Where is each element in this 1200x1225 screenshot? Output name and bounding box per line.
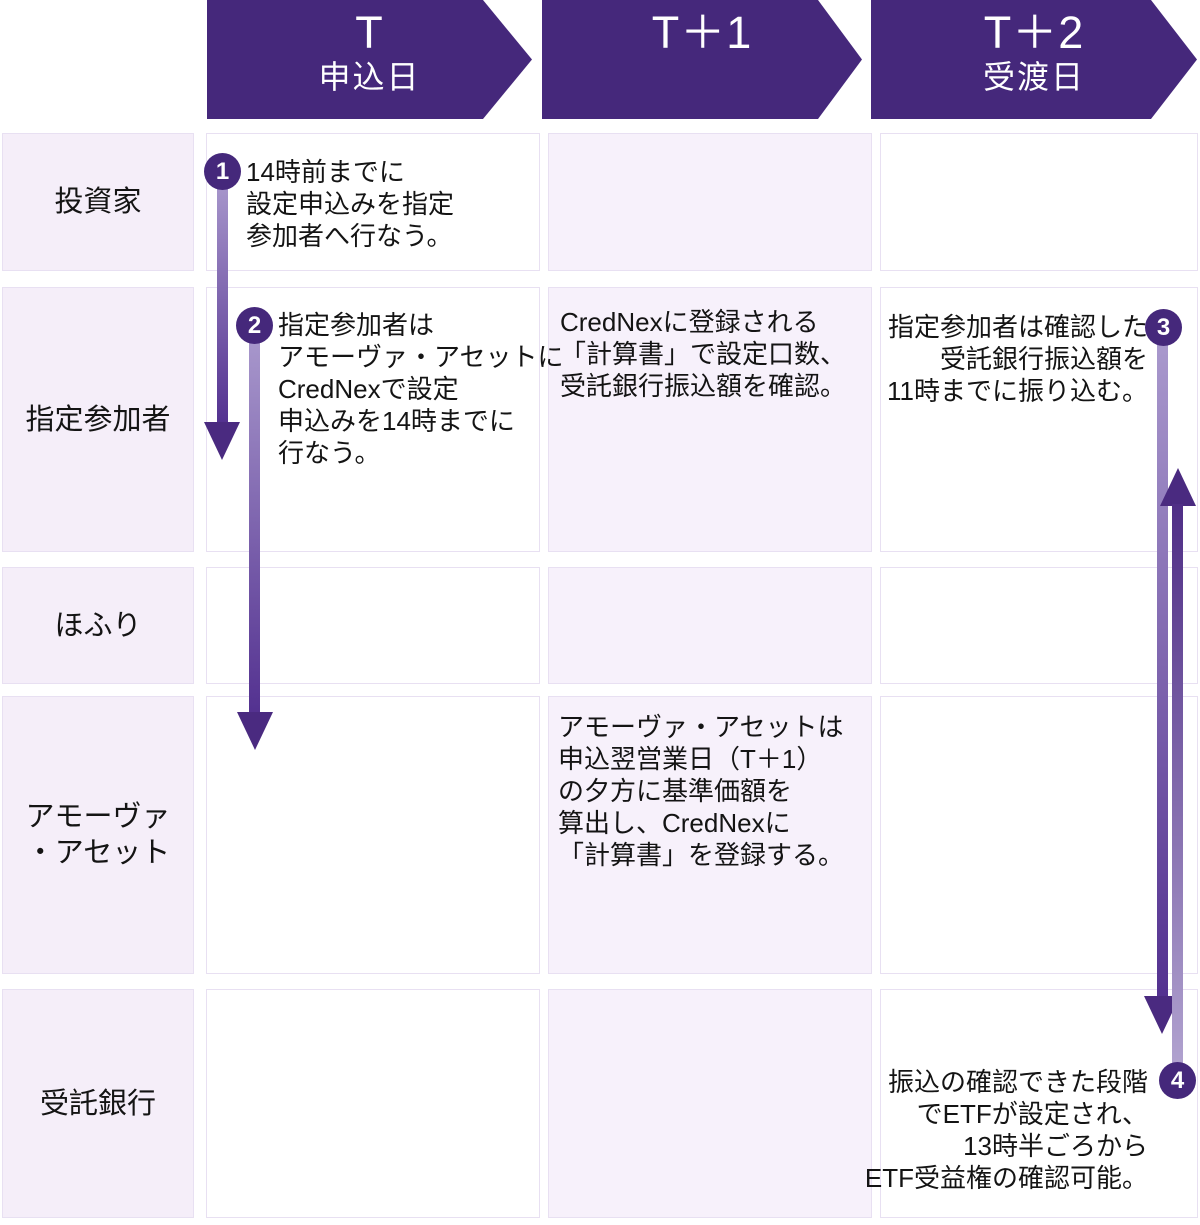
cell-investor-t2 bbox=[880, 133, 1198, 271]
cell-jasdec-t1 bbox=[548, 567, 872, 684]
banner-t1-title: T＋1 bbox=[651, 7, 753, 58]
actor-label-jasdec: ほふり bbox=[54, 609, 142, 642]
cell-jasdec-t2 bbox=[880, 567, 1198, 684]
actor-cell-amova-asset: アモーヴァ ・アセット bbox=[2, 696, 194, 974]
step-1-badge: 1 bbox=[204, 153, 241, 190]
arrow-step1-down-stem bbox=[217, 172, 228, 424]
actor-label-designated-participant: 指定参加者 bbox=[25, 403, 171, 436]
timeline-banner-t: T 申込日 bbox=[207, 0, 532, 119]
cell-amova-t2 bbox=[880, 696, 1198, 974]
note-participant-t1-text: CredNexに登録される 「計算書」で設定口数、 受託銀行振込額を確認。 bbox=[560, 307, 847, 401]
arrow-step4-up-stem bbox=[1172, 504, 1183, 1080]
step-4-text: 振込の確認できた段階 でETFが設定され、 13時半ごろから ETF受益権の確認… bbox=[864, 1067, 1148, 1193]
step-2-text: 指定参加者は アモーヴァ・アセットに CredNexで設定 申込みを14時までに… bbox=[278, 310, 564, 468]
step-3-text: 指定参加者は確認した 受託銀行振込額を 11時までに振り込む。 bbox=[887, 312, 1148, 406]
arrow-step2-down-stem bbox=[249, 325, 260, 714]
note-amova-t1-text: アモーヴァ・アセットは 申込翌営業日（T＋1） の夕方に基準価額を 算出し、Cr… bbox=[558, 712, 845, 870]
actor-label-amova-asset: アモーヴァ ・アセット bbox=[25, 801, 171, 869]
cell-amova-t1 bbox=[548, 696, 872, 974]
actor-cell-trustee-bank: 受託銀行 bbox=[2, 989, 194, 1218]
cell-participant-t1 bbox=[548, 287, 872, 552]
step-1-text: 14時前までに 設定申込みを指定 参加者へ行なう。 bbox=[246, 157, 455, 251]
banner-t-subtitle: 申込日 bbox=[318, 59, 421, 95]
step-4-badge: 4 bbox=[1159, 1062, 1196, 1099]
actor-label-trustee-bank: 受託銀行 bbox=[39, 1087, 156, 1120]
actor-cell-designated-participant: 指定参加者 bbox=[2, 287, 194, 552]
cell-investor-t bbox=[206, 133, 540, 271]
banner-t2-title: T＋2 bbox=[983, 7, 1085, 58]
actor-cell-jasdec: ほふり bbox=[2, 567, 194, 684]
cell-trustee-t bbox=[206, 989, 540, 1218]
cell-amova-t bbox=[206, 696, 540, 974]
banner-t2-subtitle: 受渡日 bbox=[982, 59, 1085, 95]
cell-investor-t1 bbox=[548, 133, 872, 271]
cell-trustee-t2 bbox=[880, 989, 1198, 1218]
arrow-step3-down-stem bbox=[1157, 327, 1168, 998]
step-2-badge: 2 bbox=[236, 307, 273, 344]
cell-jasdec-t bbox=[206, 567, 540, 684]
timeline-banner-t2: T＋2 受渡日 bbox=[871, 0, 1197, 119]
cell-trustee-t1 bbox=[548, 989, 872, 1218]
step-3-badge: 3 bbox=[1145, 309, 1182, 346]
actor-label-investor: 投資家 bbox=[54, 186, 142, 218]
banner-t-title: T bbox=[355, 7, 384, 58]
actor-cell-investor: 投資家 bbox=[2, 133, 194, 271]
timeline-banner-t1: T＋1 bbox=[542, 0, 862, 119]
